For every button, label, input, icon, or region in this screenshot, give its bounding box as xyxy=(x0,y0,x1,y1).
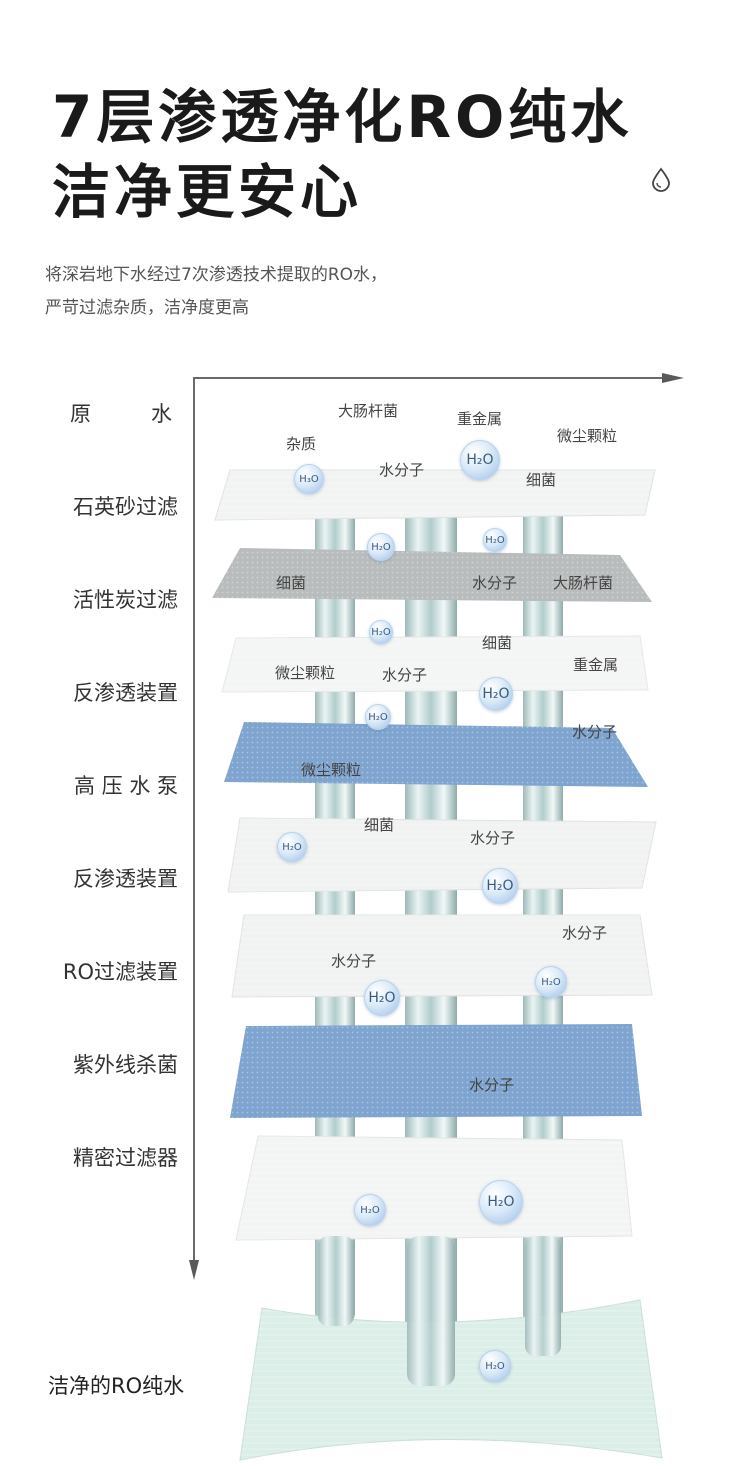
stage-label-high-pressure-pump: 高 压 水 泵 xyxy=(73,774,178,798)
membrane-high-pressure-pump xyxy=(224,722,648,787)
stage-label-quartz-sand: 石英砂过滤 xyxy=(73,495,178,519)
annotation-water-molecule: 水分子 xyxy=(469,1076,515,1094)
water-columns-front xyxy=(318,1236,561,1386)
membrane-quartz-sand xyxy=(214,469,656,521)
h2o-molecule-icon: H₂O xyxy=(479,1350,511,1382)
membrane-uv-sterilization xyxy=(230,1024,642,1118)
frame-arrow-right xyxy=(662,373,684,383)
water-drop-icon xyxy=(652,167,670,192)
h2o-molecule-icon: H₂O xyxy=(479,677,513,711)
membrane-activated-carbon xyxy=(212,548,652,602)
frame-arrow-down xyxy=(189,1260,199,1280)
stage-label-ro-filter: RO过滤装置 xyxy=(62,960,178,984)
membrane-reverse-osmosis-2 xyxy=(227,817,657,893)
h2o-molecule-icon: H₂O xyxy=(369,620,393,644)
annotation-ecoli: 大肠杆菌 xyxy=(338,402,399,420)
stage-label-activated-carbon: 活性炭过滤 xyxy=(73,588,178,612)
stage-label-precision-filter: 精密过滤器 xyxy=(73,1146,178,1170)
annotation-ecoli: 大肠杆菌 xyxy=(553,574,614,592)
h2o-molecule-icon: H₂O xyxy=(277,832,307,862)
membrane-precision-filter xyxy=(235,1135,633,1241)
subtitle-line2: 严苛过滤杂质，洁净度更高 xyxy=(45,298,249,318)
annotation-water-molecule: 水分子 xyxy=(562,924,608,942)
annotation-dust-particles: 微尘颗粒 xyxy=(301,761,362,779)
final-label-pure-ro-water: 洁净的RO纯水 xyxy=(48,1374,185,1398)
annotation-dust-particles: 微尘颗粒 xyxy=(557,427,618,445)
annotation-bacteria: 细菌 xyxy=(364,816,395,834)
annotation-impurities: 杂质 xyxy=(286,435,317,453)
h2o-molecule-icon: H₂O xyxy=(483,528,507,552)
page-title-line2: 洁净更安心 xyxy=(52,158,363,226)
annotation-heavy-metal: 重金属 xyxy=(573,656,619,674)
annotation-dust-particles: 微尘颗粒 xyxy=(275,664,336,682)
annotation-water-molecule: 水分子 xyxy=(572,723,618,741)
frame-left-line xyxy=(193,377,195,1267)
stage-label-reverse-osmosis-1: 反渗透装置 xyxy=(73,681,178,705)
stage-label-reverse-osmosis-2: 反渗透装置 xyxy=(73,867,178,891)
h2o-molecule-icon: H₂O xyxy=(479,1180,523,1224)
h2o-molecule-icon: H₂O xyxy=(365,704,391,730)
annotation-bacteria: 细菌 xyxy=(276,574,307,592)
subtitle-line1: 将深岩地下水经过7次渗透技术提取的RO水， xyxy=(45,265,388,285)
h2o-molecule-icon: H₃O xyxy=(294,464,324,494)
annotation-water-molecule: 水分子 xyxy=(379,461,425,479)
h2o-molecule-icon: H₂O xyxy=(364,980,400,1016)
frame-top-line xyxy=(193,377,673,379)
annotation-heavy-metal: 重金属 xyxy=(457,410,503,428)
h2o-molecule-icon: H₂O xyxy=(535,966,567,998)
stage-label-uv-sterilization: 紫外线杀菌 xyxy=(73,1053,178,1077)
annotation-bacteria: 细菌 xyxy=(482,634,513,652)
h2o-molecule-icon: H₂O xyxy=(367,533,395,561)
h2o-molecule-icon: H₂O xyxy=(354,1194,386,1226)
annotation-water-molecule: 水分子 xyxy=(331,952,377,970)
stage-label-raw-water: 原 水 xyxy=(70,402,178,426)
page-title-line1: 7层渗透净化RO纯水 xyxy=(52,83,633,151)
annotation-water-molecule: 水分子 xyxy=(382,666,428,684)
annotation-bacteria: 细菌 xyxy=(526,471,557,489)
annotation-water-molecule: 水分子 xyxy=(472,574,518,592)
h2o-molecule-icon: H₂O xyxy=(482,868,518,904)
annotation-water-molecule: 水分子 xyxy=(470,829,516,847)
membrane-reverse-osmosis-1 xyxy=(221,635,649,693)
h2o-molecule-icon: H₂O xyxy=(460,440,500,480)
